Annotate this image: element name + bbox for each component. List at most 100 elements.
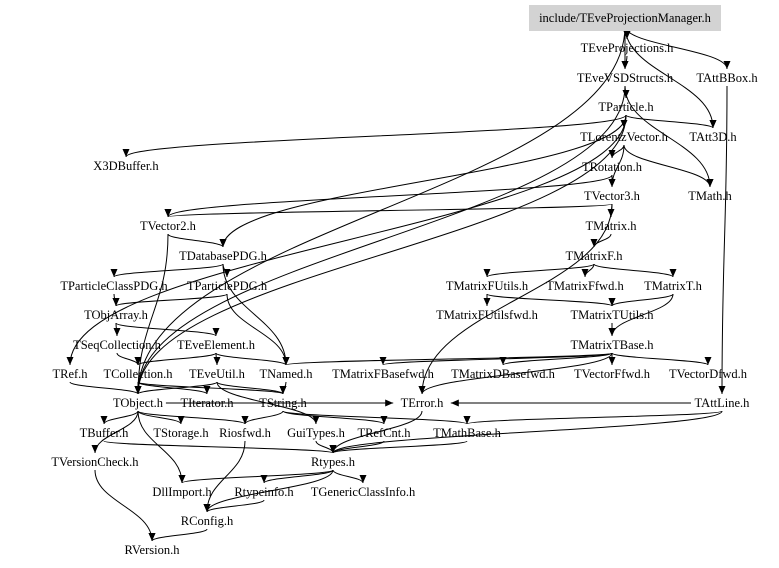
node-tmathbase[interactable]: TMathBase.h (433, 426, 501, 440)
node-label: TSeqCollection.h (73, 338, 162, 352)
arrowhead-icon (203, 504, 211, 512)
node-tvectorffwd[interactable]: TVectorFfwd.h (574, 367, 651, 381)
node-tseqcollection[interactable]: TSeqCollection.h (73, 338, 162, 352)
node-tmatrixfutils[interactable]: TMatrixFUtils.h (446, 279, 529, 293)
node-label: DllImport.h (152, 485, 212, 499)
arrowhead-icon (608, 328, 616, 336)
node-riosfwd[interactable]: Riosfwd.h (219, 426, 271, 440)
node-trefcnt[interactable]: TRefCnt.h (357, 426, 411, 440)
node-terror[interactable]: TError.h (401, 396, 444, 410)
node-label: TMath.h (688, 189, 732, 203)
arrowhead-icon (66, 357, 74, 365)
node-label: TString.h (259, 396, 307, 410)
arrowhead-icon (178, 475, 186, 483)
edge-tdatabasepdg-to-tparticleclasspdg (113, 263, 224, 278)
node-label: TVersionCheck.h (51, 455, 139, 469)
node-tparticleclasspdg[interactable]: TParticleClassPDG.h (60, 279, 168, 293)
edge-trotation-to-tvector2 (167, 174, 613, 218)
node-teveutil[interactable]: TEveUtil.h (189, 367, 246, 381)
node-tevevsdstructs[interactable]: TEveVSDStructs.h (577, 71, 674, 85)
nodes-layer: include/TEveProjectionManager.hTEveProje… (51, 5, 758, 557)
node-tmatrixfbasefwd[interactable]: TMatrixFBasefwd.h (332, 367, 434, 381)
node-dllimport[interactable]: DllImport.h (152, 485, 212, 499)
node-label: GuiTypes.h (287, 426, 346, 440)
node-tmatrixffwd[interactable]: TMatrixFfwd.h (546, 279, 624, 293)
node-guitypes[interactable]: GuiTypes.h (287, 426, 346, 440)
node-tstring[interactable]: TString.h (259, 396, 307, 410)
node-tmatrix[interactable]: TMatrix.h (585, 219, 637, 233)
node-rtypes[interactable]: Rtypes.h (311, 455, 356, 469)
node-teveprojections[interactable]: TEveProjections.h (581, 41, 674, 55)
node-tstorage[interactable]: TStorage.h (153, 426, 209, 440)
node-tobject[interactable]: TObject.h (113, 396, 164, 410)
node-tmath[interactable]: TMath.h (688, 189, 732, 203)
node-tgenericclassinfo[interactable]: TGenericClassInfo.h (311, 485, 416, 499)
edge-tmathbase-to-rtypes (332, 440, 468, 454)
edge-tobject-to-tbuffer (103, 410, 139, 425)
node-tvector3[interactable]: TVector3.h (584, 189, 641, 203)
node-tvectordfwd[interactable]: TVectorDfwd.h (669, 367, 748, 381)
node-rconfig[interactable]: RConfig.h (181, 514, 234, 528)
arrowhead-icon (483, 298, 491, 306)
node-tparticlepdg[interactable]: TParticlePDG.h (187, 279, 268, 293)
arrowhead-icon (621, 61, 629, 69)
node-tmatrixdbasefwd[interactable]: TMatrixDBasefwd.h (451, 367, 556, 381)
arrowhead-icon (723, 61, 731, 69)
node-tcollection[interactable]: TCollection.h (103, 367, 173, 381)
node-trotation[interactable]: TRotation.h (582, 160, 643, 174)
node-tparticle[interactable]: TParticle.h (598, 100, 654, 114)
node-tref[interactable]: TRef.h (52, 367, 88, 381)
arrowhead-icon (608, 298, 616, 306)
node-tmatrixfutilsfwd[interactable]: TMatrixFUtilsfwd.h (436, 308, 538, 322)
edge-tparticle-to-tref (69, 114, 627, 366)
arrowhead-icon (463, 416, 471, 424)
edges-layer (66, 25, 731, 542)
node-teveelement[interactable]: TEveElement.h (177, 338, 256, 352)
node-label: TParticlePDG.h (187, 279, 268, 293)
node-label: TMatrixF.h (566, 249, 624, 263)
edge-tparticle-to-x3dbuffer (125, 114, 627, 158)
arrowhead-icon (706, 179, 714, 187)
node-tversioncheck[interactable]: TVersionCheck.h (51, 455, 139, 469)
node-label: TDatabasePDG.h (179, 249, 268, 263)
node-x3dbuffer[interactable]: X3DBuffer.h (93, 159, 159, 173)
arrowhead-icon (590, 239, 598, 247)
node-tmatrixt[interactable]: TMatrixT.h (644, 279, 702, 293)
node-tobjarray[interactable]: TObjArray.h (84, 308, 149, 322)
node-tdatabasepdg[interactable]: TDatabasePDG.h (179, 249, 268, 263)
arrowhead-icon (418, 386, 426, 394)
node-tmatrixtbase[interactable]: TMatrixTBase.h (571, 338, 655, 352)
edge-tparticlepdg-to-tobjarray (115, 293, 228, 307)
arrowhead-icon (134, 386, 142, 394)
node-label: TObject.h (113, 396, 164, 410)
node-label: TVector3.h (584, 189, 641, 203)
node-tlorentzvector[interactable]: TLorentzVector.h (580, 130, 669, 144)
arrowhead-icon (709, 120, 717, 128)
arrowhead-icon (718, 386, 726, 394)
arrowhead-icon (581, 269, 589, 277)
node-tatt3d[interactable]: TAtt3D.h (689, 130, 737, 144)
node-label: TCollection.h (103, 367, 173, 381)
arrowhead-icon (483, 269, 491, 277)
node-label: TEveVSDStructs.h (577, 71, 674, 85)
node-label: RConfig.h (181, 514, 234, 528)
node-rversion[interactable]: RVersion.h (125, 543, 181, 557)
node-tnamed[interactable]: TNamed.h (259, 367, 313, 381)
node-label: TMatrixTUtils.h (571, 308, 655, 322)
node-tmatrixtutils[interactable]: TMatrixTUtils.h (571, 308, 655, 322)
edge-tstring-to-tmathbase (282, 410, 468, 425)
node-titerator[interactable]: TIterator.h (180, 396, 234, 410)
node-tbuffer[interactable]: TBuffer.h (80, 426, 129, 440)
arrowhead-icon (279, 386, 287, 394)
node-label: TEveProjections.h (581, 41, 674, 55)
node-root[interactable]: include/TEveProjectionManager.h (529, 5, 721, 31)
edge-teveutil-to-tstring (216, 381, 284, 395)
node-tattbbox[interactable]: TAttBBox.h (696, 71, 758, 85)
node-label: TAttBBox.h (696, 71, 758, 85)
node-rtypeinfo[interactable]: Rtypeinfo.h (234, 485, 294, 499)
node-tvector2[interactable]: TVector2.h (140, 219, 197, 233)
node-tmatrixf[interactable]: TMatrixF.h (566, 249, 624, 263)
edge-tattline-to-tmathbase (466, 410, 723, 425)
node-tattline[interactable]: TAttLine.h (695, 396, 751, 410)
node-label: TMatrixFUtils.h (446, 279, 529, 293)
